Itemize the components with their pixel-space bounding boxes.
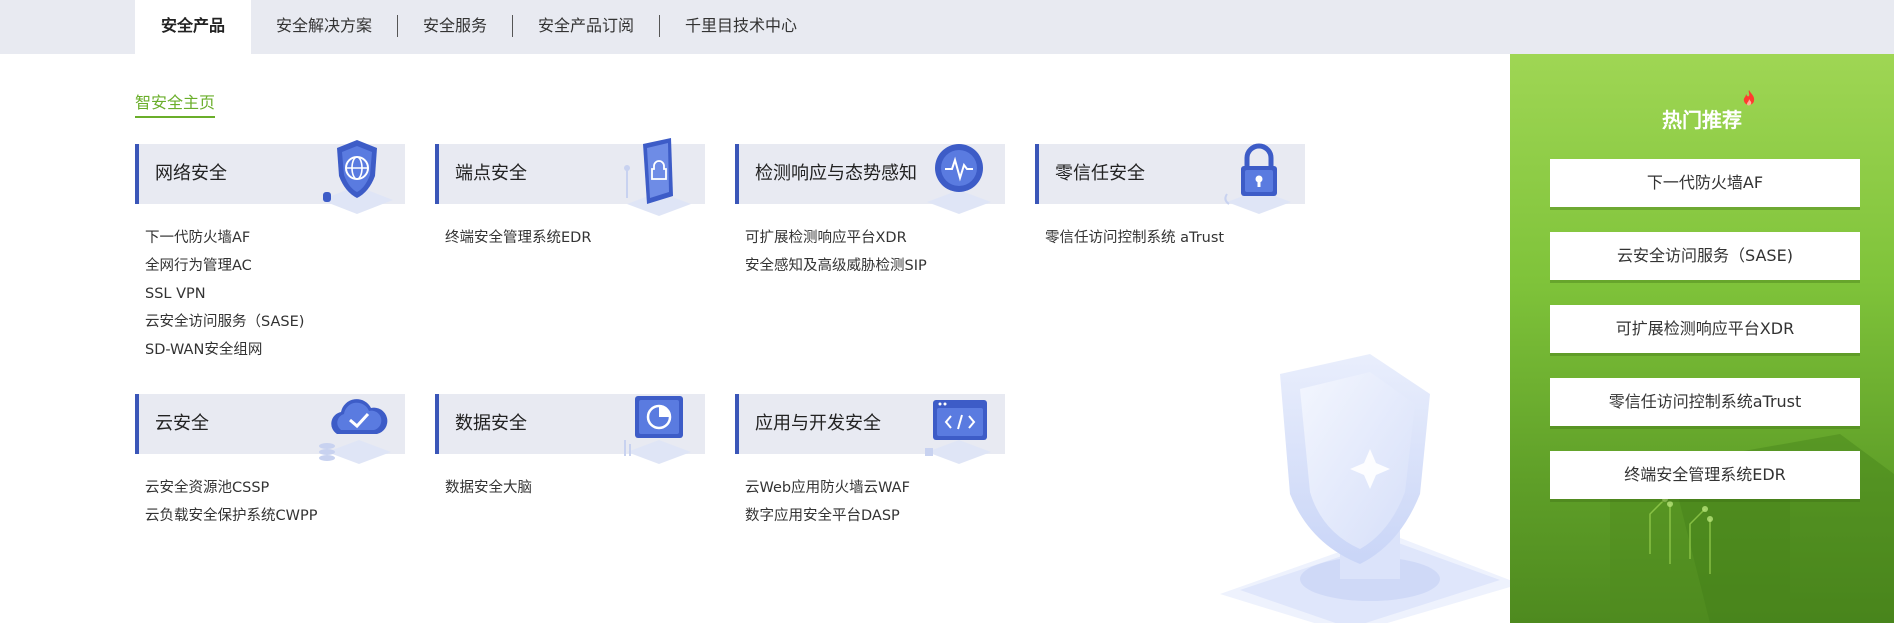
card-header: 网络安全: [135, 140, 405, 214]
card-title[interactable]: 端点安全: [455, 163, 527, 184]
card-header: 数据安全: [435, 394, 705, 464]
tab-separator: [512, 15, 513, 37]
tab-product-subscription[interactable]: 安全产品订阅: [538, 16, 635, 35]
tab-security-products[interactable]: 安全产品: [135, 0, 251, 54]
tab-security-solutions[interactable]: 安全解决方案: [276, 16, 373, 35]
product-link[interactable]: 云Web应用防火墙云WAF: [745, 480, 910, 496]
product-link[interactable]: 全网行为管理AC: [145, 258, 252, 274]
card-title[interactable]: 云安全: [155, 413, 209, 434]
tab-security-services[interactable]: 安全服务: [423, 16, 488, 35]
globe-shield-icon: [321, 140, 393, 214]
category-card-cloud-security: 云安全 云安全资源池CSSP 云负载安全保护系统CWPP: [135, 394, 405, 530]
product-link[interactable]: 下一代防火墙AF: [145, 230, 251, 246]
category-card-data-security: 数据安全 数据安全大脑: [435, 394, 705, 502]
products-main: 智安全主页 网络安全: [0, 54, 1510, 623]
padlock-icon: [1224, 143, 1291, 214]
category-card-network-security: 网络安全 下一代防火墙AF 全网行为管理AC SSL VPN 云安全访问服务（S…: [135, 140, 405, 364]
card-header: 云安全: [135, 394, 405, 464]
product-link[interactable]: 云安全资源池CSSP: [145, 480, 270, 496]
category-card-app-dev-security: 应用与开发安全 云Web应用防火墙云WAF 数字应用安全平台DASP: [735, 394, 1005, 530]
product-link[interactable]: 数据安全大脑: [445, 480, 532, 496]
card-title[interactable]: 检测响应与态势感知: [755, 163, 917, 184]
product-link[interactable]: 安全感知及高级威胁检测SIP: [745, 258, 927, 274]
pulse-monitor-icon: [927, 144, 991, 214]
tab-separator: [659, 15, 660, 37]
hot-item-button[interactable]: 云安全访问服务（SASE): [1550, 232, 1860, 280]
product-link[interactable]: 终端安全管理系统EDR: [445, 230, 592, 246]
card-header: 端点安全: [435, 138, 705, 216]
product-link[interactable]: 零信任访问控制系统 aTrust: [1045, 230, 1225, 246]
category-card-zero-trust: 零信任安全 零信任访问控制系统 aTrust: [1035, 143, 1305, 252]
product-link[interactable]: 云负载安全保护系统CWPP: [145, 508, 318, 524]
hot-item-button[interactable]: 终端安全管理系统EDR: [1550, 451, 1860, 499]
fire-icon: [1743, 90, 1755, 106]
card-header: 检测响应与态势感知: [735, 144, 1005, 214]
card-title[interactable]: 数据安全: [455, 413, 527, 434]
code-window-icon: [925, 400, 991, 464]
card-title[interactable]: 应用与开发安全: [755, 413, 881, 434]
hot-recommendations-panel: 热门推荐 下一代防火墙AF 云安全访问服务（SASE) 可扩展检测响应平台XDR…: [1510, 54, 1894, 623]
hot-recommendations-title: 热门推荐: [1662, 108, 1742, 132]
hot-item-button[interactable]: 可扩展检测响应平台XDR: [1550, 305, 1860, 353]
cloud-check-icon: [319, 399, 391, 464]
tab-tech-center[interactable]: 千里目技术中心: [685, 16, 798, 35]
card-header: 应用与开发安全: [735, 394, 1005, 464]
pie-chart-screen-icon: [624, 396, 691, 464]
product-link[interactable]: SSL VPN: [145, 286, 206, 302]
top-nav: 安全产品 安全解决方案 安全服务 安全产品订阅 千里目技术中心: [0, 0, 1894, 54]
category-card-detection-response: 检测响应与态势感知 可扩展检测响应平台XDR 安全感知及高级威胁检测SIP: [735, 144, 1005, 280]
hot-item-button[interactable]: 零信任访问控制系统aTrust: [1550, 378, 1860, 426]
decorative-shield-illustration: [1220, 354, 1510, 623]
product-link[interactable]: 数字应用安全平台DASP: [745, 508, 900, 524]
product-link[interactable]: 可扩展检测响应平台XDR: [745, 230, 907, 246]
category-card-endpoint-security: 端点安全 终端安全管理系统EDR: [435, 138, 705, 252]
card-header: 零信任安全: [1035, 143, 1305, 214]
endpoint-device-icon: [624, 138, 691, 216]
hot-item-button[interactable]: 下一代防火墙AF: [1550, 159, 1860, 207]
smart-security-home-link[interactable]: 智安全主页: [135, 89, 216, 118]
product-link[interactable]: SD-WAN安全组网: [145, 342, 263, 358]
card-title[interactable]: 零信任安全: [1055, 163, 1145, 184]
card-title[interactable]: 网络安全: [155, 163, 227, 184]
product-link[interactable]: 云安全访问服务（SASE): [145, 314, 305, 330]
tab-separator: [397, 15, 398, 37]
